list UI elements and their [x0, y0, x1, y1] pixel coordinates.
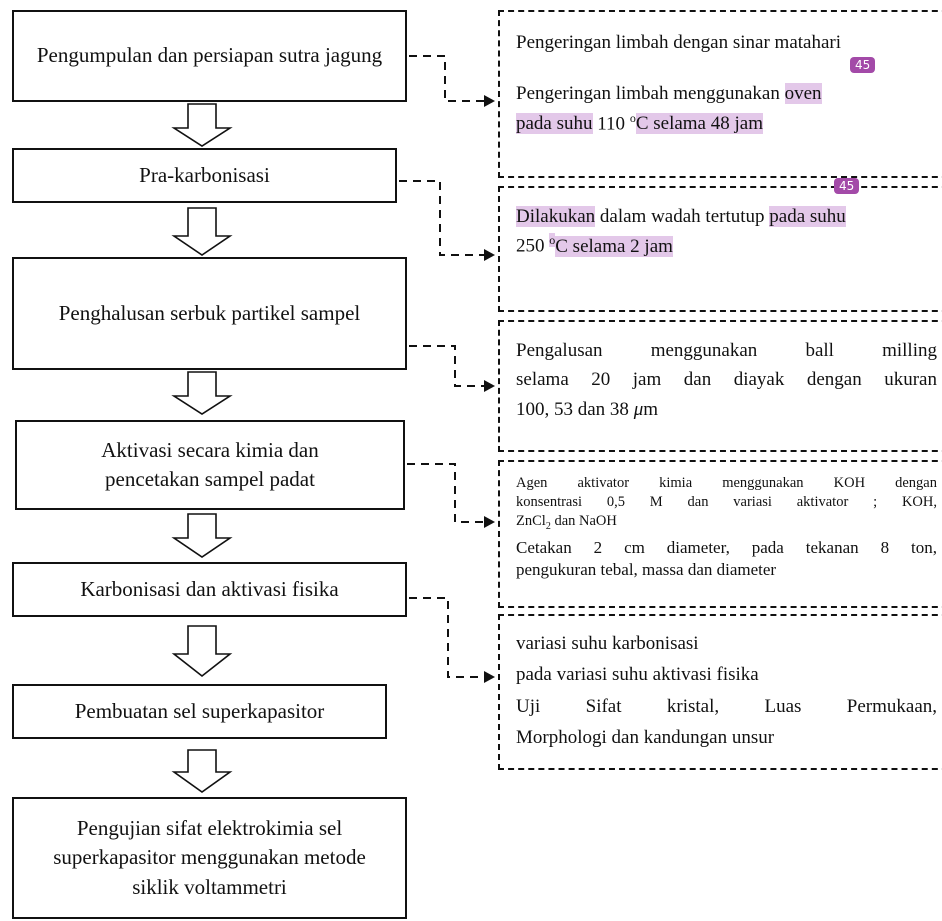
step-chemical-activation-label: Aktivasi secara kimia dan pencetakan sam…: [101, 437, 319, 491]
note-activation-line-5: pengukuran tebal, massa dan diameter: [516, 559, 777, 579]
note-pre-carbonization: Dilakukan dalam wadah tertutup pada suhu…: [498, 186, 942, 312]
note-carbonization: variasi suhu karbonisasi pada variasi su…: [498, 614, 942, 770]
connector-line: [399, 180, 484, 256]
step-cell-fabrication-label: Pembuatan sel superkapasitor: [74, 698, 325, 723]
dashed-connectors: [399, 55, 484, 678]
step-grinding: Penghalusan serbuk partikel sampel: [12, 257, 407, 370]
note-milling-line-3: 100, 53 dan 38 μm: [516, 398, 659, 420]
note-activation-line-4: Cetakan 2 cm diameter, pada tekanan 8 to…: [516, 537, 937, 557]
step-electrochemical-test: Pengujian sifat elektrokimia sel superka…: [12, 797, 407, 919]
note-carbonization-line-1: variasi suhu karbonisasi: [516, 633, 699, 654]
comment-badge[interactable]: 45: [850, 57, 876, 73]
down-arrow-icon: [171, 625, 233, 678]
down-arrow-icon: [171, 513, 233, 558]
step-electrochemical-test-label: Pengujian sifat elektrokimia sel superka…: [53, 815, 366, 899]
connector-line: [409, 55, 484, 102]
note-carbonization-line-2: pada variasi suhu aktivasi fisika: [516, 664, 759, 686]
note-carbonization-line-3: Uji Sifat kristal, Luas Permukaan,: [516, 695, 937, 717]
connector-line: [409, 597, 484, 678]
down-arrow-icon: [171, 103, 233, 147]
step-collection-label: Pengumpulan dan persiapan sutra jagung: [36, 43, 383, 68]
note-milling-line-2: selama 20 jam dan diayak dengan ukuran: [516, 369, 937, 391]
note-activation: Agen aktivator kimia menggunakan KOH den…: [498, 460, 942, 608]
comment-badge[interactable]: 45: [834, 178, 860, 194]
note-milling: Pengalusan menggunakan ball milling sela…: [498, 320, 942, 452]
note-drying-line-3: pada suhu 110 oC selama 48 jam: [516, 110, 763, 135]
step-cell-fabrication: Pembuatan sel superkapasitor: [12, 684, 387, 739]
arrowhead-icon: [484, 671, 495, 683]
note-milling-line-1: Pengalusan menggunakan ball milling: [516, 340, 937, 361]
connector-line: [409, 345, 484, 387]
arrowhead-icon: [484, 380, 495, 392]
step-pre-carbonization-label: Pra-karbonisasi: [139, 162, 270, 187]
note-pre-carbonization-line-2: 250 oC selama 2 jam: [516, 233, 673, 257]
step-carbonization-label: Karbonisasi dan aktivasi fisika: [80, 576, 339, 601]
note-activation-line-1: Agen aktivator kimia menggunakan KOH den…: [516, 475, 937, 491]
arrowhead-icon: [484, 516, 495, 528]
note-carbonization-line-4: Morphologi dan kandungan unsur: [516, 727, 775, 749]
down-arrow-icon: [171, 371, 233, 415]
note-activation-line-2: konsentrasi 0,5 M dan variasi aktivator …: [516, 493, 937, 510]
note-activation-line-3: ZnCl2 dan NaOH: [516, 512, 617, 532]
arrowhead-icon: [484, 95, 495, 107]
step-carbonization: Karbonisasi dan aktivasi fisika: [12, 562, 407, 617]
flow-arrows: [171, 103, 233, 793]
step-pre-carbonization: Pra-karbonisasi: [12, 148, 397, 203]
note-drying: Pengeringan limbah dengan sinar matahari…: [498, 10, 942, 178]
connector-arrowheads: [484, 95, 495, 683]
note-drying-line-1: Pengeringan limbah dengan sinar matahari: [516, 32, 842, 53]
step-collection: Pengumpulan dan persiapan sutra jagung: [12, 10, 407, 102]
connector-line: [407, 463, 484, 523]
note-drying-line-2: Pengeringan limbah menggunakan oven: [516, 83, 822, 105]
note-pre-carbonization-line-1: Dilakukan dalam wadah tertutup pada suhu: [516, 206, 846, 227]
step-chemical-activation: Aktivasi secara kimia dan pencetakan sam…: [15, 420, 405, 510]
down-arrow-icon: [171, 749, 233, 793]
down-arrow-icon: [171, 207, 233, 256]
arrowhead-icon: [484, 249, 495, 261]
step-grinding-label: Penghalusan serbuk partikel sampel: [58, 300, 361, 325]
